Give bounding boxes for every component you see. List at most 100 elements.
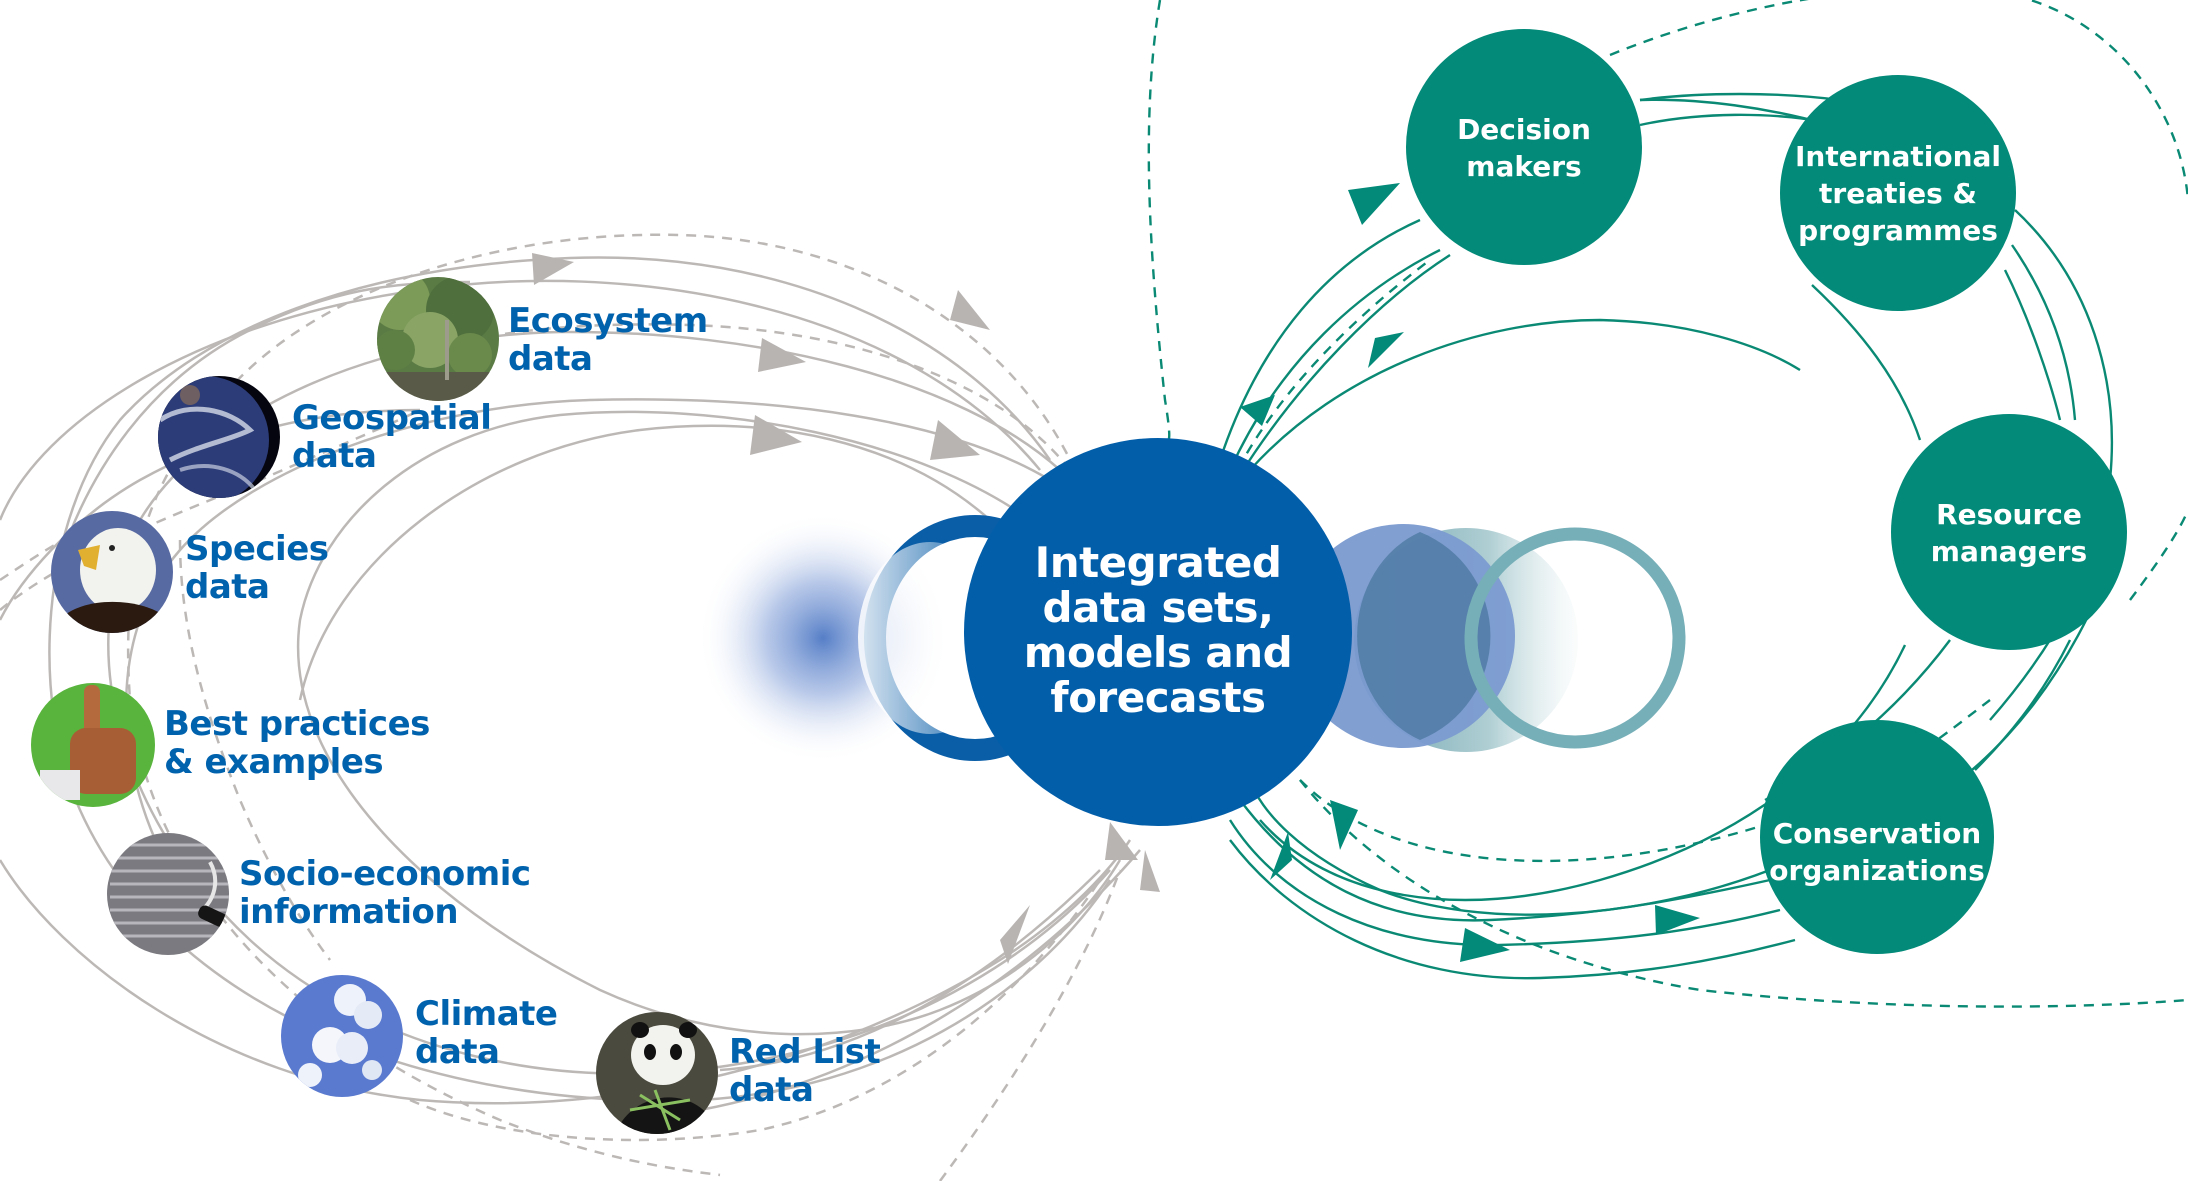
arrowhead-icon (930, 420, 980, 460)
stakeholder-label-international-treaties: International treaties & programmes (1780, 138, 2016, 249)
flow-line (1238, 253, 1451, 476)
socio-economic-photo (107, 833, 229, 955)
stakeholder-label-line: managers (1930, 535, 2088, 568)
dashed-flow-line (0, 518, 101, 582)
dashed-flow-line (1147, 0, 1171, 442)
stakeholder-label-line: International (1794, 140, 2001, 173)
source-label-line: Best practices (164, 704, 430, 744)
source-label-species: Species data (185, 530, 329, 606)
arrowhead-icon (1140, 850, 1160, 892)
stakeholder-label-resource-managers: Resource managers (1891, 496, 2127, 570)
flow-line (1249, 318, 1801, 471)
flow-line (48, 256, 1112, 1102)
flow-line (1239, 799, 1771, 922)
source-label-climate: Climate data (415, 994, 558, 1072)
arrowhead-icon (1348, 183, 1400, 225)
hub-overlap (1357, 532, 1491, 740)
source-label-red-list: Red List data (729, 1032, 881, 1110)
arrowhead-icon (750, 415, 802, 455)
stakeholder-label-conservation-organizations: Conservation organizations (1759, 815, 1995, 889)
source-label-line: data (729, 1070, 814, 1110)
stakeholder-label-line: makers (1466, 150, 1582, 183)
flow-line (297, 410, 1122, 1036)
flow-line (699, 849, 1141, 1112)
best-practices-photo (31, 683, 155, 807)
source-arrowheads (532, 253, 1160, 964)
source-label-line: & examples (164, 742, 384, 782)
hub-label-line: Integrated (1034, 538, 1282, 587)
flow-line (719, 869, 1101, 1072)
source-label-best-practices: Best practices & examples (164, 705, 430, 781)
flow-line (0, 408, 421, 621)
dashed-flow-line (126, 233, 1077, 1177)
source-label-line: Ecosystem (508, 301, 708, 341)
hub-label-line: models and (1023, 628, 1293, 677)
climate-photo (281, 975, 403, 1097)
flow-line (125, 398, 1051, 871)
ecosystem-photo (377, 277, 499, 401)
stakeholder-label-line: organizations (1769, 854, 1985, 887)
flow-line (1248, 779, 1771, 916)
dashed-flow-line (1299, 779, 2188, 1008)
geospatial-photo (158, 376, 280, 498)
arrowhead-icon (1105, 822, 1138, 860)
source-label-geospatial: Geospatial data (292, 398, 492, 476)
flow-line (1811, 284, 1922, 441)
stakeholder-label-decision-makers: Decision makers (1406, 111, 1642, 185)
source-label-line: data (415, 1032, 500, 1072)
hub-label-line: data sets, (1042, 583, 1274, 632)
stakeholder-label-line: Conservation (1772, 817, 1982, 850)
source-label-line: Geospatial (292, 398, 492, 438)
flow-line (298, 424, 991, 701)
dashed-flow-line (409, 879, 1102, 1142)
stakeholder-circle-conservation-organizations (1760, 720, 1994, 954)
arrowhead-icon (1330, 800, 1358, 850)
arrowhead-icon (1000, 905, 1030, 964)
source-label-ecosystem: Ecosystem data (508, 302, 708, 378)
dashed-flow-line (1228, 259, 1431, 486)
source-label-line: Red List (729, 1032, 881, 1072)
flow-line (1959, 594, 2100, 781)
hub-label-line: forecasts (1050, 673, 1266, 722)
hub-circle (964, 438, 1352, 826)
stakeholder-circle-decision-makers (1406, 29, 1642, 265)
flow-line (1228, 819, 1781, 947)
flow-line (1229, 839, 1796, 980)
arrowhead-icon (758, 338, 806, 372)
flow-line (2011, 244, 2077, 421)
source-label-socio-economic: Socio-economic information (239, 855, 531, 931)
source-label-line: Species (185, 529, 329, 569)
dashed-flow-line (1609, 0, 2188, 201)
hub-ring-fade (858, 542, 1002, 734)
source-label-line: data (185, 567, 270, 607)
stakeholder-label-line: treaties & (1819, 177, 1977, 210)
flow-line (1974, 639, 2072, 771)
red-list-photo (596, 1012, 718, 1134)
arrowhead-icon (1655, 905, 1700, 935)
arrowhead-icon (1460, 928, 1510, 962)
source-label-line: information (239, 892, 459, 932)
stakeholder-circle-international-treaties (1780, 75, 2016, 311)
arrowhead-icon (1240, 395, 1275, 426)
flow-line (58, 280, 471, 561)
arrowhead-icon (950, 290, 990, 330)
stakeholder-label-line: Decision (1457, 113, 1591, 146)
stakeholder-label-line: programmes (1798, 214, 1998, 247)
stakeholder-arrowheads (1240, 183, 1700, 962)
flow-line (1639, 92, 1841, 102)
source-label-line: data (292, 436, 377, 476)
arrowhead-icon (1368, 332, 1404, 368)
source-label-line: data (508, 339, 593, 379)
hub-right-ring (1464, 527, 1686, 749)
flow-line (1639, 98, 1831, 127)
source-label-line: Climate (415, 994, 558, 1034)
arrowhead-icon (1270, 832, 1292, 880)
source-label-line: Socio-economic (239, 854, 531, 894)
dashed-flow-line (938, 869, 1122, 1181)
hub-label: Integrated data sets, models and forecas… (963, 540, 1353, 720)
flow-line (1218, 218, 1421, 461)
arrowhead-icon (532, 253, 574, 285)
flow-line (1228, 248, 1441, 471)
